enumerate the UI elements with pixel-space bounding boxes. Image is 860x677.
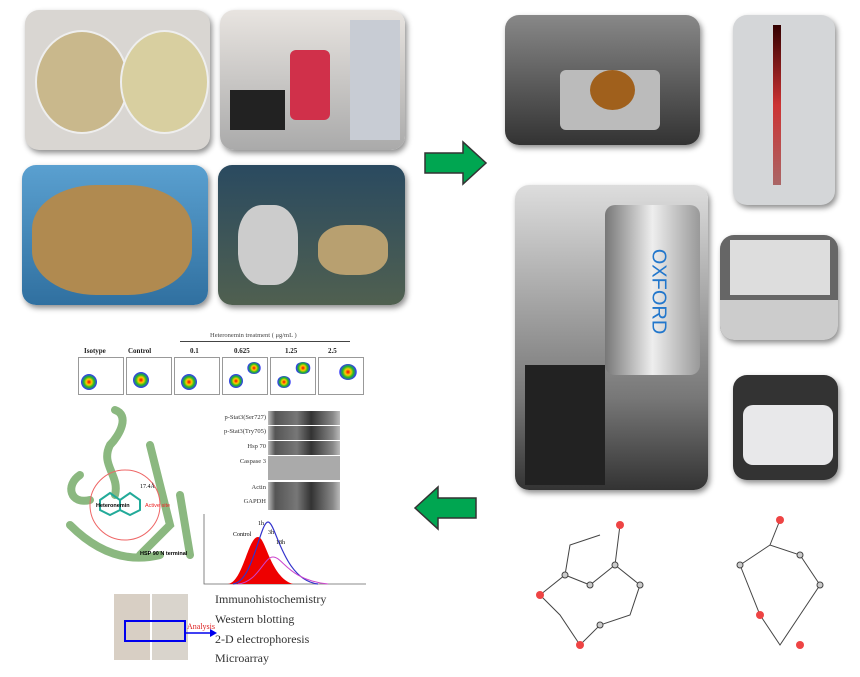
arrow-right-icon bbox=[424, 140, 488, 186]
mouse-photo bbox=[114, 594, 150, 660]
flow-label: Isotype bbox=[84, 347, 106, 355]
crystal-structure-1 bbox=[536, 521, 644, 649]
blot-band bbox=[268, 441, 340, 455]
blot-label: Actin bbox=[251, 484, 266, 491]
flow-plot bbox=[318, 357, 364, 395]
coral-reef-photo bbox=[218, 165, 405, 305]
blot-label: p-Stat3(Ser727) bbox=[224, 414, 266, 421]
bioreactor-photo bbox=[220, 10, 405, 150]
flow-plot bbox=[174, 357, 220, 395]
method-item: Western blotting bbox=[215, 612, 295, 626]
histogram-label: Control bbox=[233, 532, 252, 538]
blot-band bbox=[268, 426, 340, 440]
analysis-arrow-icon bbox=[184, 629, 217, 637]
flow-treatment-title: Heteronemin treatment ( μg/mL ) bbox=[210, 332, 297, 339]
blot-band bbox=[268, 496, 340, 510]
ir-spectrometer-photo bbox=[733, 375, 838, 480]
nmr-spectrometer-photo: OXFORD bbox=[515, 185, 708, 490]
blot-band bbox=[268, 482, 340, 496]
soft-coral-photo bbox=[22, 165, 208, 305]
blot-label: GAPDH bbox=[243, 498, 266, 505]
flow-label: 0.1 bbox=[190, 347, 199, 355]
treatment-line bbox=[180, 341, 350, 342]
blot-band bbox=[268, 411, 340, 425]
chromatography-column-photo bbox=[733, 15, 835, 205]
flow-plot bbox=[270, 357, 316, 395]
docking-caption: HSP 90 N terminal bbox=[140, 551, 188, 557]
mouse-photo bbox=[152, 594, 188, 660]
active-site-label: Active site bbox=[145, 503, 171, 509]
crystal-structure-2 bbox=[736, 516, 824, 649]
flow-label: Control bbox=[128, 347, 152, 355]
method-item: 2-D electrophoresis bbox=[215, 632, 310, 646]
blot-label: Hsp 70 bbox=[247, 443, 266, 450]
histogram-label: 1h bbox=[258, 521, 264, 527]
hsp90-protein-structure bbox=[66, 406, 194, 562]
flow-plot bbox=[78, 357, 124, 395]
analysis-label: Analysis bbox=[187, 622, 215, 631]
method-item: Microarray bbox=[215, 651, 269, 665]
distance-label: 17.4Å bbox=[140, 484, 155, 490]
blot-label: Caspase 3 bbox=[239, 458, 266, 465]
tumor-highlight-box bbox=[124, 620, 186, 642]
hplc-monitor-photo bbox=[720, 235, 838, 340]
rotary-evaporator-photo bbox=[505, 15, 700, 145]
method-item: Immunohistochemistry bbox=[215, 592, 327, 606]
arrow-left-icon bbox=[413, 485, 477, 531]
histogram-label: 3h bbox=[268, 530, 274, 536]
flow-plot bbox=[126, 357, 172, 395]
flow-label: 1.25 bbox=[285, 347, 298, 355]
flow-plot bbox=[222, 357, 268, 395]
nmr-brand-label: OXFORD bbox=[647, 248, 670, 335]
flow-histogram bbox=[203, 514, 366, 585]
petri-dish-photo bbox=[25, 10, 210, 150]
ligand-label: Heteronemin bbox=[96, 503, 130, 509]
flow-label: 2.5 bbox=[328, 347, 337, 355]
blot-label: p-Stat3(Try705) bbox=[223, 428, 266, 435]
flow-label: 0.625 bbox=[234, 347, 250, 355]
blot-band bbox=[268, 456, 340, 480]
histogram-label: 18h bbox=[276, 540, 285, 546]
